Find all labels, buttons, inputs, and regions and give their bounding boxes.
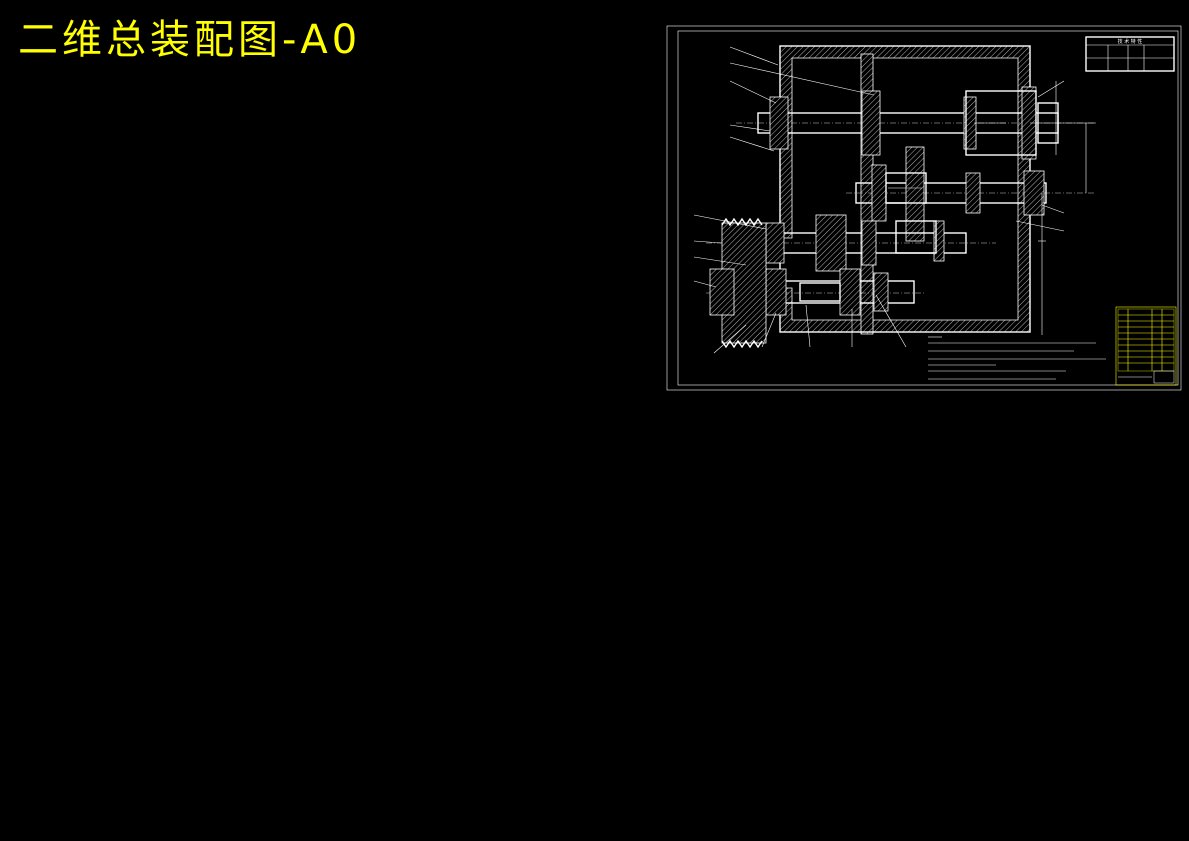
sheet-outer-border bbox=[666, 25, 1182, 391]
output-shaft-upper bbox=[757, 86, 1059, 160]
tech-spec-header: 技 术 特 性 bbox=[1118, 38, 1143, 45]
leader-lines bbox=[693, 46, 1065, 354]
technical-notes bbox=[928, 336, 1106, 380]
lower-shaft bbox=[713, 268, 915, 316]
tech-spec-table: 技 术 特 性 bbox=[1085, 36, 1175, 72]
assembly-drawing: 技 术 特 性 bbox=[666, 25, 1182, 391]
gearbox-housing bbox=[779, 45, 1031, 335]
sheet-inner-border bbox=[677, 30, 1179, 386]
intermediate-shaft bbox=[855, 146, 1047, 242]
title-block bbox=[1115, 306, 1177, 386]
page-title: 二维总装配图-A0 bbox=[18, 17, 362, 63]
v-belt-pulley bbox=[709, 217, 767, 349]
dimension-lines bbox=[1030, 81, 1096, 335]
